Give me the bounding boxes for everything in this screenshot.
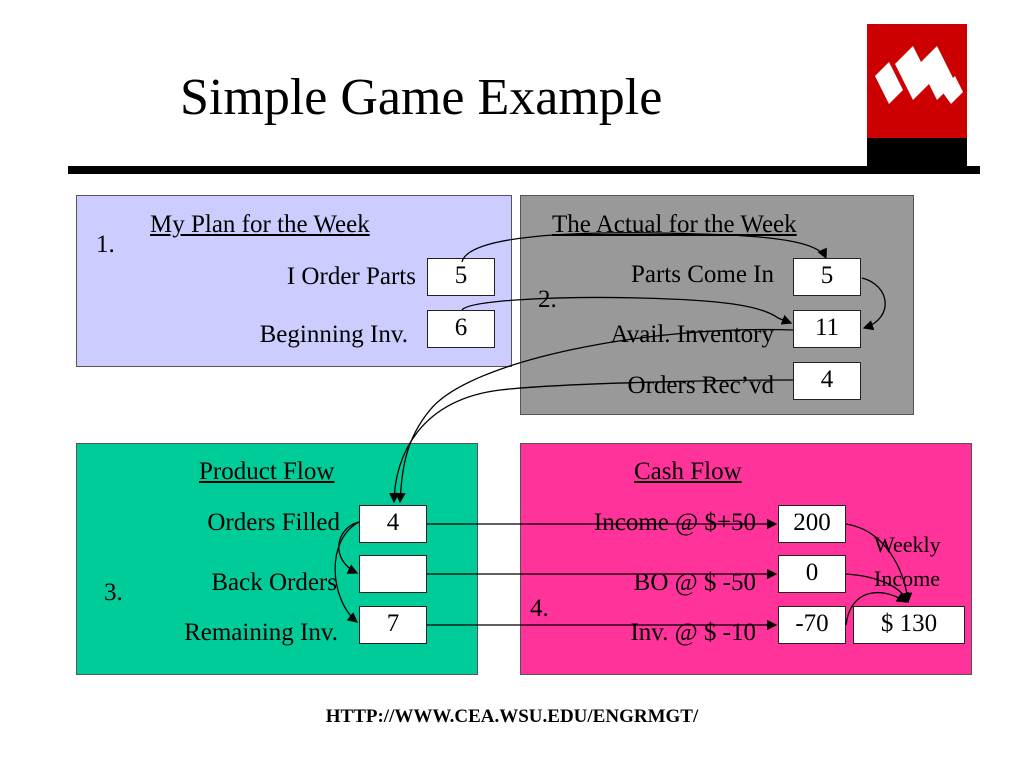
title-divider: [68, 166, 980, 174]
inventory-cost-label: Inv. @ $ -10: [630, 619, 756, 646]
order-parts-value: 5: [427, 258, 495, 296]
beginning-inv-value: 6: [427, 310, 495, 348]
back-order-cost-label: BO @ $ -50: [633, 569, 756, 596]
beginning-inv-label: Beginning Inv.: [259, 321, 408, 348]
parts-come-in-value: 5: [793, 258, 861, 296]
avail-inventory-value: 11: [793, 310, 861, 348]
avail-inventory-label: Avail. Inventory: [610, 321, 774, 348]
back-orders-value: [359, 555, 427, 593]
cash-flow-heading: Cash Flow: [634, 458, 742, 485]
back-orders-label: Back Orders: [211, 569, 337, 596]
orders-received-label: Orders Rec’vd: [627, 372, 774, 399]
cash-step-number: 4.: [530, 595, 549, 622]
remaining-inv-label: Remaining Inv.: [184, 619, 338, 646]
weekly-income-label-line1: Weekly: [874, 532, 941, 557]
orders-filled-label: Orders Filled: [207, 509, 340, 536]
orders-filled-value: 4: [359, 505, 427, 543]
plan-heading: My Plan for the Week: [150, 211, 370, 238]
slide-title: Simple Game Example: [180, 69, 663, 126]
product-step-number: 3.: [104, 579, 123, 606]
income-label: Income @ $+50: [593, 509, 756, 536]
parts-come-in-label: Parts Come In: [630, 261, 774, 288]
wsu-logo: [867, 24, 967, 166]
weekly-income-label-line2: Income: [874, 566, 940, 591]
inventory-cost-value: -70: [778, 606, 846, 644]
footer-url: HTTP://WWW.CEA.WSU.EDU/ENGRMGT/: [325, 706, 699, 727]
back-order-cost-value: 0: [778, 555, 846, 593]
order-parts-label: I Order Parts: [286, 263, 416, 290]
product-flow-heading: Product Flow: [199, 458, 335, 485]
orders-received-value: 4: [793, 362, 861, 400]
remaining-inv-value: 7: [359, 606, 427, 644]
plan-step-number: 1.: [96, 231, 115, 258]
actual-heading: The Actual for the Week: [552, 211, 797, 238]
income-value: 200: [778, 505, 846, 543]
weekly-income-value: $ 130: [853, 606, 965, 644]
